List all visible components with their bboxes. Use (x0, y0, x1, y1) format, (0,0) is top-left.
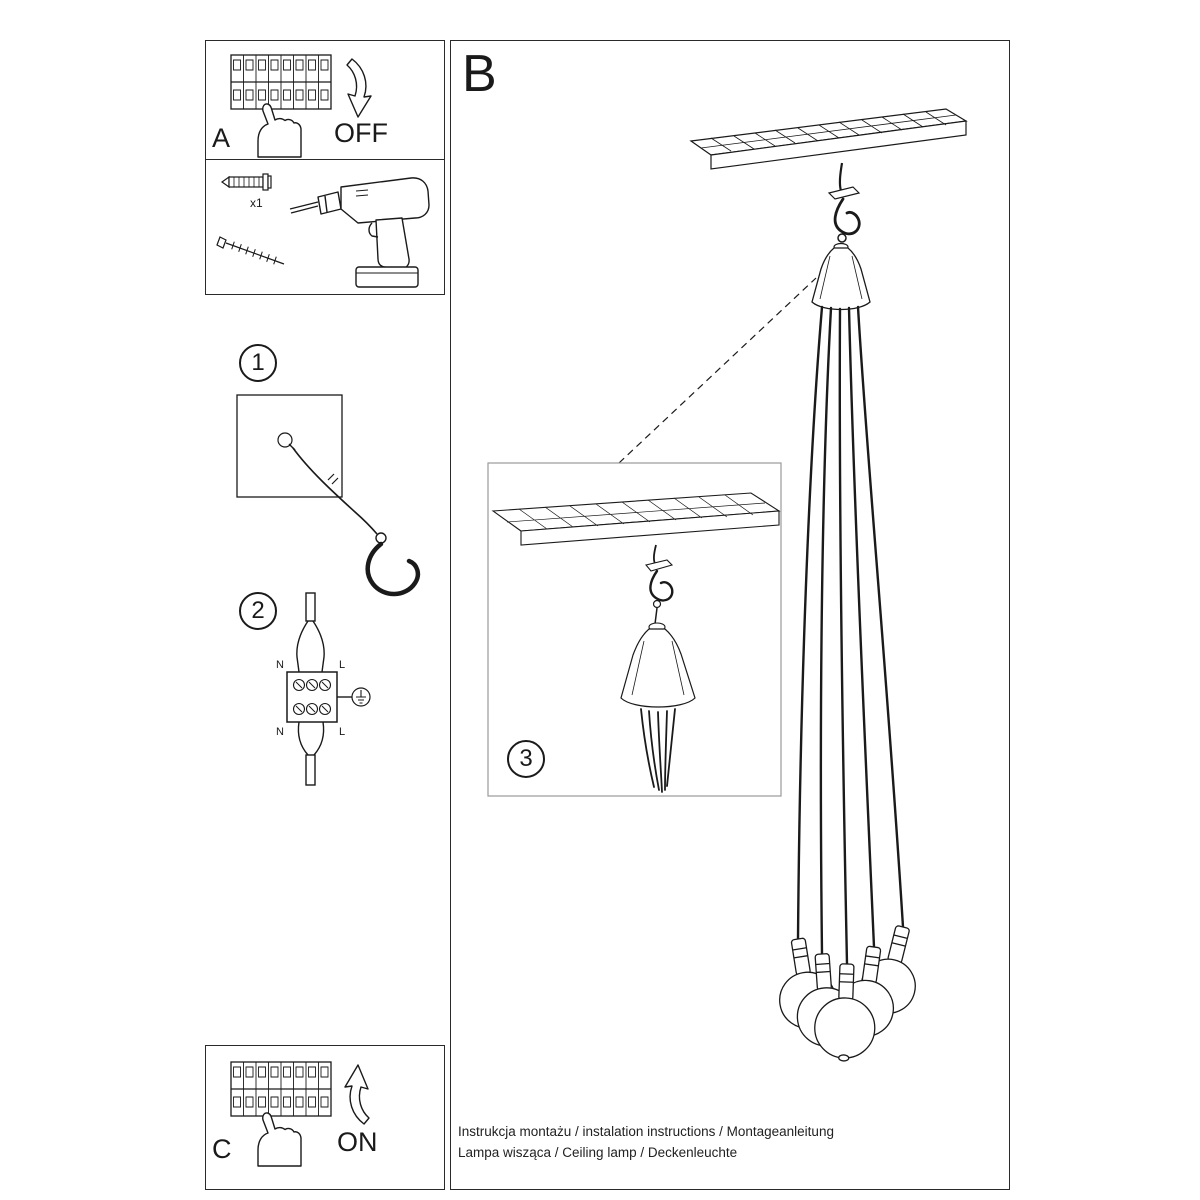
off-label: OFF (334, 118, 388, 148)
wiring-drawing (286, 592, 371, 786)
wire-label-l-bottom: L (339, 726, 345, 738)
panel-a-breaker-off: OFF (205, 40, 445, 160)
panel-b-letter: B (462, 45, 497, 103)
detail-inset-drawing (487, 462, 782, 797)
screw-icon (216, 235, 285, 265)
breaker-panel-drawing (230, 1061, 332, 1117)
ceiling-slab-drawing (689, 108, 968, 170)
canopy-cone-drawing (811, 242, 871, 311)
hand-icon (257, 1112, 302, 1167)
arrow-up-icon (344, 1064, 370, 1125)
panel-a-letter: A (212, 123, 231, 153)
footer-line-1: Instrukcja montażu / instalation instruc… (458, 1124, 834, 1139)
step-3-number: 3 (519, 745, 533, 772)
inset-ceiling-slab (491, 492, 781, 546)
footer-captions: Instrukcja montażu / instalation instruc… (458, 1121, 834, 1163)
quantity-label: x1 (250, 196, 263, 210)
panel-drill: x1 (205, 158, 445, 295)
step-2-number: 2 (251, 597, 265, 624)
breaker-off-drawing: OFF (230, 54, 388, 158)
pendant-lamp-drawing (487, 108, 968, 1062)
breaker-on-drawing: ON (230, 1061, 378, 1167)
step-1-drawing (236, 394, 421, 597)
breaker-panel-drawing (230, 54, 332, 110)
hand-icon (257, 103, 302, 158)
inset-canopy-cone (620, 622, 696, 708)
ceiling-hole-icon (277, 432, 293, 448)
footer-line-2: Lampa wisząca / Ceiling lamp / Deckenleu… (458, 1145, 738, 1160)
ceiling-hook-drawing (827, 162, 861, 243)
drill-icon (289, 176, 430, 288)
step-1-badge: 1 (239, 344, 277, 382)
panel-b-main (450, 40, 1010, 1190)
wall-plug-icon (220, 172, 272, 191)
inset-hook (645, 544, 674, 625)
drill-box-drawing: x1 (216, 172, 430, 288)
wire-label-n-top: N (276, 659, 284, 671)
detail-leader-line (618, 277, 817, 464)
panel-c-letter: C (212, 1134, 232, 1164)
step-2-badge: 2 (239, 592, 277, 630)
step-3-badge: 3 (507, 740, 545, 778)
cord-and-hook-drawing (288, 443, 421, 597)
earth-ground-icon (351, 687, 371, 707)
step-2-wiring-drawing: N L N L (276, 592, 371, 786)
inset-cables (640, 708, 676, 793)
step-1-number: 1 (251, 349, 265, 376)
arrow-down-icon (346, 58, 372, 118)
wire-label-n-bottom: N (276, 726, 284, 738)
wire-label-l-top: L (339, 659, 345, 671)
pendant-cables-drawing (796, 305, 905, 966)
bulb-cluster-drawing (779, 925, 916, 1062)
on-label: ON (337, 1127, 378, 1157)
panel-c-breaker-on: ON (205, 1045, 445, 1190)
